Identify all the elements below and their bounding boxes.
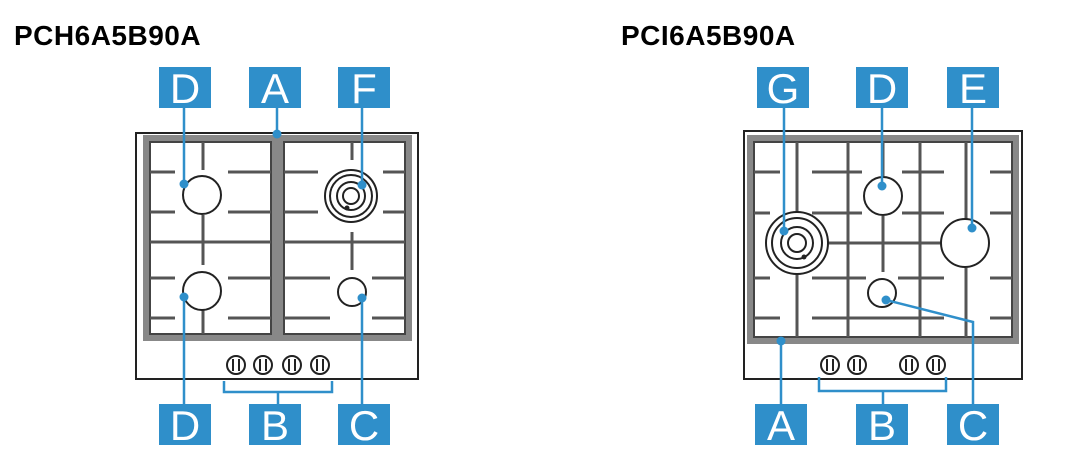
- callout-right-top-mid: D: [856, 65, 908, 112]
- svg-text:B: B: [868, 402, 896, 449]
- callout-right-top-right: E: [947, 65, 999, 112]
- callout-left-bottom-left: D: [159, 402, 211, 449]
- callout-left-top-right: F: [338, 65, 390, 112]
- leader-dots-left: [179, 129, 367, 303]
- svg-text:F: F: [351, 65, 377, 112]
- callout-right-top-left: G: [757, 65, 809, 112]
- model-title-right: PCI6A5B90A: [621, 20, 796, 51]
- callout-right-bottom-right: C: [947, 402, 999, 449]
- svg-text:C: C: [349, 402, 379, 449]
- grate-bars-left: [150, 142, 405, 334]
- grate-left-2: [277, 135, 412, 341]
- svg-text:A: A: [261, 65, 289, 112]
- grate-left-1: [143, 135, 278, 341]
- svg-text:C: C: [958, 402, 988, 449]
- svg-text:E: E: [959, 65, 987, 112]
- callout-left-bottom-mid: B: [249, 402, 301, 449]
- callout-left-bottom-right: C: [338, 402, 390, 449]
- callout-left-top-left: D: [159, 65, 211, 112]
- svg-text:G: G: [767, 65, 800, 112]
- burner-left-top-left: [182, 175, 222, 215]
- callout-left-top-mid: A: [249, 65, 301, 112]
- burner-left-bottom-left: [182, 271, 222, 311]
- svg-text:A: A: [767, 402, 795, 449]
- hob-left: [135, 132, 419, 380]
- svg-text:D: D: [170, 402, 200, 449]
- svg-text:D: D: [867, 65, 897, 112]
- callout-right-bottom-mid: B: [856, 402, 908, 449]
- wok-burner-right: [765, 211, 829, 275]
- svg-text:D: D: [170, 65, 200, 112]
- svg-text:B: B: [261, 402, 289, 449]
- wok-burner-left: [324, 169, 378, 223]
- burner-right-small: [867, 278, 897, 308]
- model-title-left: PCH6A5B90A: [14, 20, 202, 51]
- leader-dots-right: [776, 181, 977, 346]
- leader-lines-left: [182, 108, 364, 408]
- grate-bars-right: [754, 142, 1012, 337]
- callout-right-bottom-left: A: [755, 402, 807, 449]
- leader-lines-right: [779, 108, 975, 408]
- burner-right-large: [940, 218, 990, 268]
